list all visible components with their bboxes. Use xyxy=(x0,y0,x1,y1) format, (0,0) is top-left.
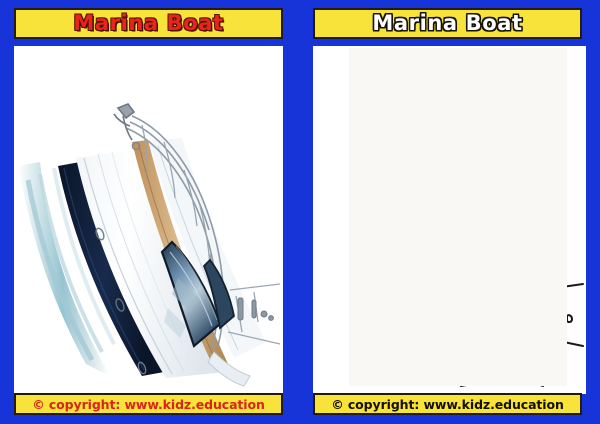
drawing-paper xyxy=(349,48,567,386)
lineart-panel-title: Marina Boat xyxy=(372,11,523,35)
copyright-text: © copyright: www.kidz.education xyxy=(331,396,564,412)
lineart-panel-title-bar: Marina Boat xyxy=(313,8,582,39)
lineart-panel-footer: © copyright: www.kidz.education xyxy=(313,393,582,415)
lineart-canvas xyxy=(313,46,586,394)
copyright-text: © copyright: www.kidz.education xyxy=(32,396,265,412)
photo-panel: Marina Boat xyxy=(0,0,297,424)
photo-panel-title: Marina Boat xyxy=(73,11,224,35)
photo-panel-title-bar: Marina Boat xyxy=(14,8,283,39)
lineart-panel: Marina Boat xyxy=(303,0,600,424)
boat-photo-illustration xyxy=(14,46,283,394)
photo-panel-footer: © copyright: www.kidz.education xyxy=(14,393,283,415)
photo-canvas xyxy=(14,46,283,394)
